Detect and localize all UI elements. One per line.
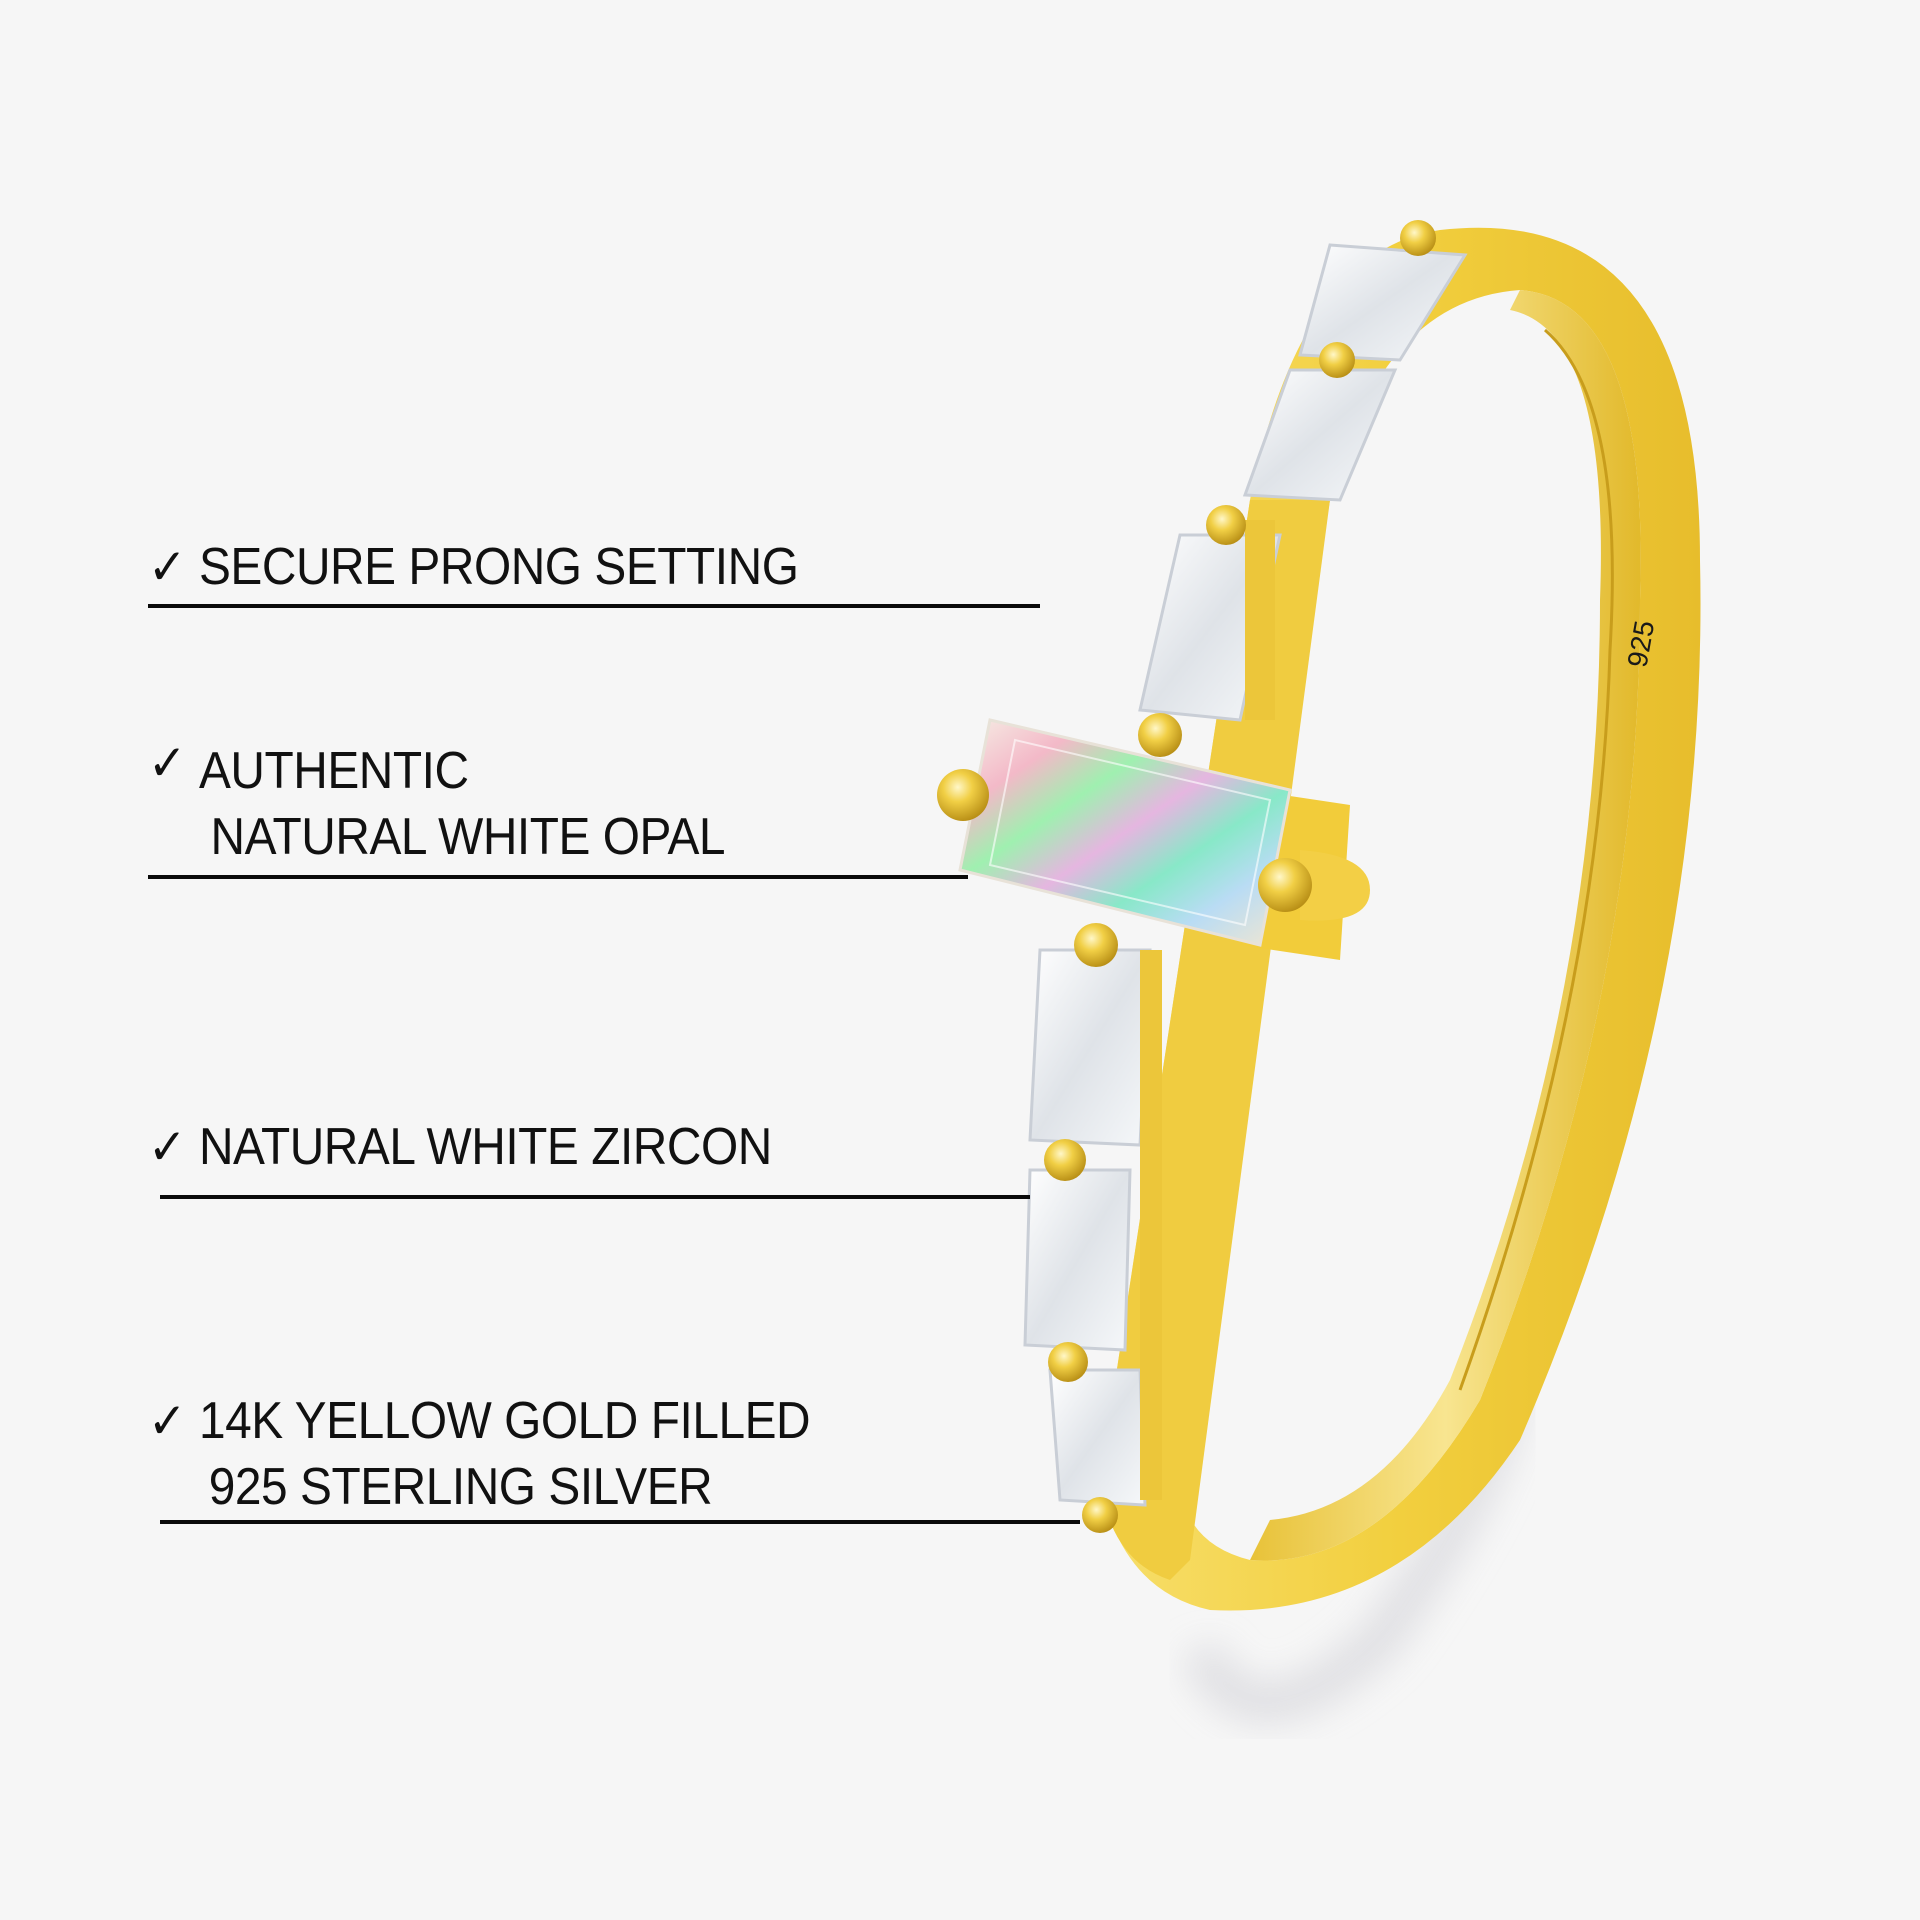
feature-label: 14K YELLOW GOLD FILLED [198,1392,811,1450]
zircon-stones-upper [1138,243,1468,722]
feature-label: AUTHENTIC [198,742,469,800]
feature-divider [160,1520,1080,1524]
feature-natural-white-zircon: ✓NATURAL WHITE ZIRCON [148,1114,772,1180]
feature-divider [148,604,1040,608]
feature-label: SECURE PRONG SETTING [198,538,799,596]
prongs [937,220,1436,1533]
check-icon: ✓ [148,1119,187,1175]
check-icon: ✓ [148,735,187,791]
feature-label-line2: NATURAL WHITE OPAL [210,808,726,866]
feature-label: NATURAL WHITE ZIRCON [198,1118,772,1176]
check-icon: ✓ [148,1393,187,1449]
feature-divider [160,1195,1030,1199]
feature-label-line2: 925 STERLING SILVER [208,1458,713,1516]
feature-divider [148,875,968,879]
check-icon: ✓ [148,539,187,595]
feature-natural-white-opal: ✓AUTHENTIC NATURAL WHITE OPAL [148,735,726,870]
feature-gold-filled-silver: ✓14K YELLOW GOLD FILLED 925 STERLING SIL… [148,1388,811,1520]
zircon-stones-lower [1023,948,1162,1507]
feature-secure-prong-setting: ✓SECURE PRONG SETTING [148,534,799,600]
